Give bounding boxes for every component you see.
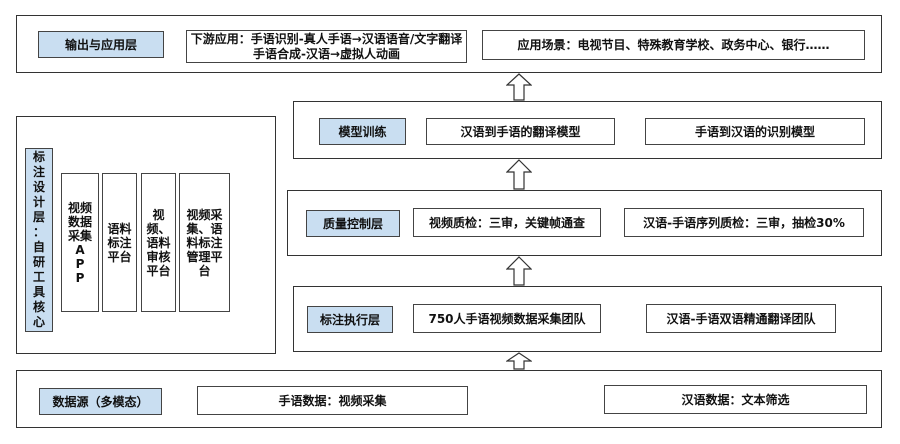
tool-review-platform: 视 频、 语料 审核 平台 bbox=[141, 173, 176, 312]
model-training-label: 模型训练 bbox=[319, 118, 406, 145]
sign-data-box: 手语数据：视频采集 bbox=[197, 386, 468, 415]
downstream-applications-box: 下游应用：手语识别-真人手语→汉语语音/文字翻译 手语合成-汉语→虚拟人动画 bbox=[186, 30, 467, 63]
annotation-execution-label: 标注执行层 bbox=[307, 306, 393, 333]
sequence-quality-check-box: 汉语-手语序列质检：三审，抽检30% bbox=[624, 208, 864, 237]
data-source-label: 数据源（多模态） bbox=[39, 388, 162, 415]
sign-data-text: 手语数据：视频采集 bbox=[278, 393, 387, 408]
sign-to-chinese-model-box: 手语到汉语的识别模型 bbox=[645, 118, 865, 145]
quality-control-label: 质量控制层 bbox=[306, 210, 400, 237]
chinese-to-sign-model-box: 汉语到手语的翻译模型 bbox=[426, 118, 615, 145]
translation-team-box: 汉语-手语双语精通翻译团队 bbox=[646, 304, 836, 333]
annotation-design-label: 标 注 设 计 层 ： 自 研 工 具 核 心 bbox=[25, 148, 53, 332]
output-layer-label-text: 输出与应用层 bbox=[64, 37, 137, 52]
annotation-design-label-text: 标 注 设 计 层 ： 自 研 工 具 核 心 bbox=[32, 150, 45, 329]
application-scenarios-text: 应用场景：电视节目、特殊教育学校、政务中心、银行…… bbox=[517, 38, 830, 52]
up-arrow-icon bbox=[506, 159, 532, 190]
downstream-applications-text: 下游应用：手语识别-真人手语→汉语语音/文字翻译 手语合成-汉语→虚拟人动画 bbox=[190, 31, 463, 61]
up-arrow-icon bbox=[506, 352, 532, 370]
sign-to-chinese-model-text: 手语到汉语的识别模型 bbox=[694, 124, 815, 139]
annotation-execution-label-text: 标注执行层 bbox=[319, 312, 380, 327]
sequence-quality-check-text: 汉语-手语序列质检：三审，抽检30% bbox=[643, 215, 845, 230]
up-arrow-icon bbox=[506, 256, 532, 286]
video-quality-check-box: 视频质检：三审，关键帧通查 bbox=[413, 208, 601, 237]
tool-corpus-annotation-platform-text: 语料 标注 平台 bbox=[107, 221, 132, 264]
tool-corpus-annotation-platform: 语料 标注 平台 bbox=[102, 173, 137, 312]
quality-control-label-text: 质量控制层 bbox=[322, 216, 383, 231]
tool-video-collection-app-text: 视频 数据 采集 A P P bbox=[67, 200, 92, 285]
video-collection-team-box: 750人手语视频数据采集团队 bbox=[413, 304, 601, 333]
data-source-label-text: 数据源（多模态） bbox=[52, 394, 149, 409]
output-layer-label: 输出与应用层 bbox=[38, 31, 164, 58]
chinese-data-box: 汉语数据：文本筛选 bbox=[604, 385, 867, 414]
video-quality-check-text: 视频质检：三审，关键帧通查 bbox=[428, 215, 585, 230]
model-training-label-text: 模型训练 bbox=[338, 124, 387, 139]
application-scenarios-box: 应用场景：电视节目、特殊教育学校、政务中心、银行…… bbox=[482, 30, 865, 60]
chinese-data-text: 汉语数据：文本筛选 bbox=[681, 392, 790, 407]
tool-review-platform-text: 视 频、 语料 审核 平台 bbox=[146, 207, 171, 278]
tool-management-platform: 视频采 集、语 料标注 管理平 台 bbox=[179, 173, 230, 312]
tool-management-platform-text: 视频采 集、语 料标注 管理平 台 bbox=[186, 207, 223, 278]
tool-video-collection-app: 视频 数据 采集 A P P bbox=[61, 173, 99, 312]
video-collection-team-text: 750人手语视频数据采集团队 bbox=[428, 311, 586, 326]
up-arrow-icon bbox=[506, 73, 532, 101]
translation-team-text: 汉语-手语双语精通翻译团队 bbox=[666, 311, 816, 326]
chinese-to-sign-model-text: 汉语到手语的翻译模型 bbox=[460, 124, 581, 139]
